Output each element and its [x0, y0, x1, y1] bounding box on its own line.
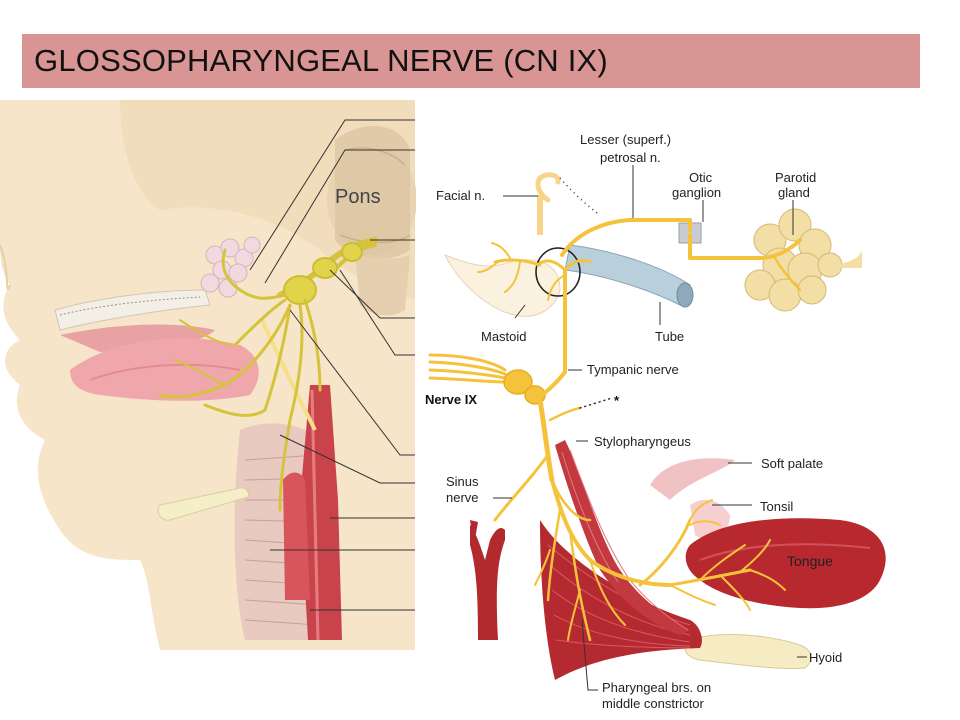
label-nerve-ix: Nerve IX	[425, 392, 477, 407]
carotid-artery	[300, 385, 342, 640]
label-tongue: Tongue	[787, 553, 833, 569]
hard-palate	[54, 289, 211, 331]
parotid-gland	[744, 208, 843, 312]
medulla	[355, 255, 410, 316]
label-otic-2: ganglion	[672, 185, 721, 200]
label-parotid-1: Parotid	[775, 170, 816, 185]
tympanic-cavity-circle	[535, 247, 581, 297]
label-sinus-1: Sinus	[446, 474, 479, 489]
label-sinus-2: nerve	[446, 490, 479, 505]
carotid-bifurcation	[470, 525, 505, 640]
label-lesser-petrosal-1: Lesser (superf.)	[580, 132, 671, 147]
nerve-pathways-right	[428, 218, 802, 642]
label-tympanic-nerve: Tympanic nerve	[587, 362, 679, 377]
label-facial-n: Facial n.	[436, 188, 485, 203]
label-parotid-2: gland	[778, 185, 810, 200]
label-lesser-petrosal-2: petrosal n.	[600, 150, 661, 165]
tongue-left	[70, 338, 259, 401]
page-title: GLOSSOPHARYNGEAL NERVE (CN IX)	[34, 43, 608, 78]
label-stylopharyngeus: Stylopharyngeus	[594, 434, 691, 449]
label-soft-palate: Soft palate	[761, 456, 823, 471]
tongue-right	[685, 518, 886, 609]
hyoid-left	[157, 487, 249, 521]
label-pharyngeal-2: middle constrictor	[602, 696, 705, 711]
label-hyoid: Hyoid	[809, 650, 842, 665]
mastoid-bone	[443, 254, 561, 317]
label-mastoid: Mastoid	[481, 329, 527, 344]
hyoid-right	[684, 634, 812, 669]
right-pathway-diagram: Tongue	[425, 132, 886, 711]
middle-constrictor	[540, 520, 702, 680]
label-pharyngeal-1: Pharyngeal brs. on	[602, 680, 711, 695]
label-tube: Tube	[655, 329, 684, 344]
jugular-vein	[283, 472, 310, 600]
label-star: *	[614, 393, 620, 408]
stylopharyngeus-muscle	[555, 440, 690, 635]
label-tonsil: Tonsil	[760, 499, 793, 514]
soft-palate	[650, 458, 735, 500]
left-head-figure: Pons	[0, 100, 428, 650]
nasal-mucosa	[60, 324, 215, 352]
title-bar: GLOSSOPHARYNGEAL NERVE (CN IX)	[22, 34, 920, 88]
auditory-tube	[564, 244, 691, 306]
label-otic-1: Otic	[689, 170, 713, 185]
leader-lines-right	[493, 165, 807, 691]
facial-nerve	[535, 172, 561, 203]
pointer-lines	[249, 119, 415, 611]
pons-label: Pons	[335, 186, 381, 208]
